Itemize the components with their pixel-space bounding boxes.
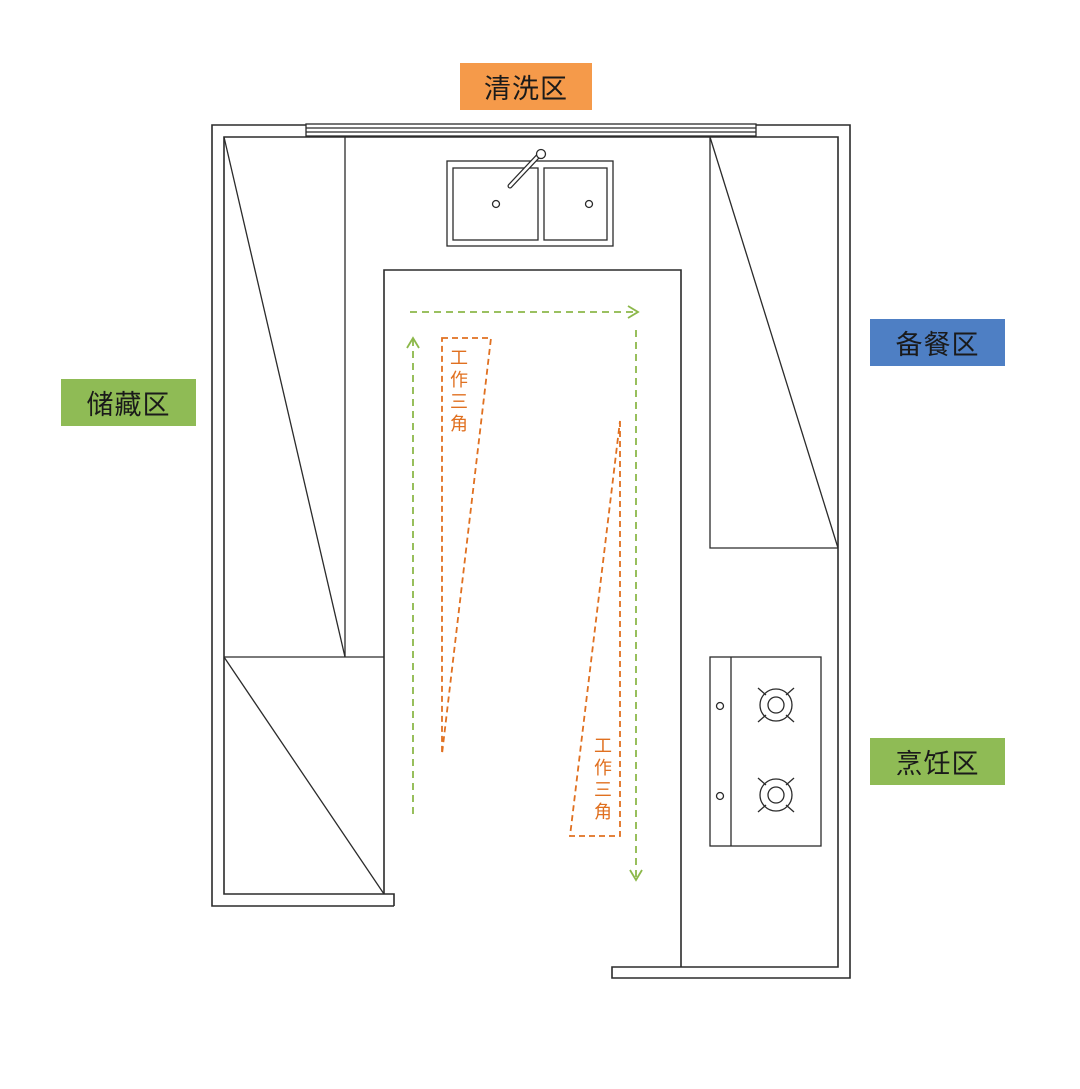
- work-triangle-label-2: 工作三角: [594, 736, 612, 823]
- double-sink-icon: [446, 148, 614, 247]
- zone-label-storage: 储藏区: [61, 379, 196, 426]
- counter-inner-edge: [383, 269, 682, 967]
- work-triangles: [441, 337, 621, 837]
- workflow-arrows: [406, 305, 643, 882]
- gas-stove-icon: [709, 656, 822, 847]
- work-triangle-2: [568, 420, 621, 837]
- outer-wall: [211, 124, 851, 979]
- work-triangle-label-1: 工作三角: [450, 348, 468, 435]
- zone-label-prep: 备餐区: [870, 319, 1005, 366]
- burner-top: [757, 687, 795, 723]
- zone-label-wash: 清洗区: [460, 63, 592, 110]
- prep-cabinet-tall: [709, 136, 839, 549]
- storage-cabinet-tall: [223, 136, 384, 658]
- window: [305, 123, 757, 137]
- burner-bottom: [757, 777, 795, 813]
- work-triangle-1: [441, 337, 493, 755]
- zone-label-cook: 烹饪区: [870, 738, 1005, 785]
- storage-cabinet-lower: [223, 656, 385, 895]
